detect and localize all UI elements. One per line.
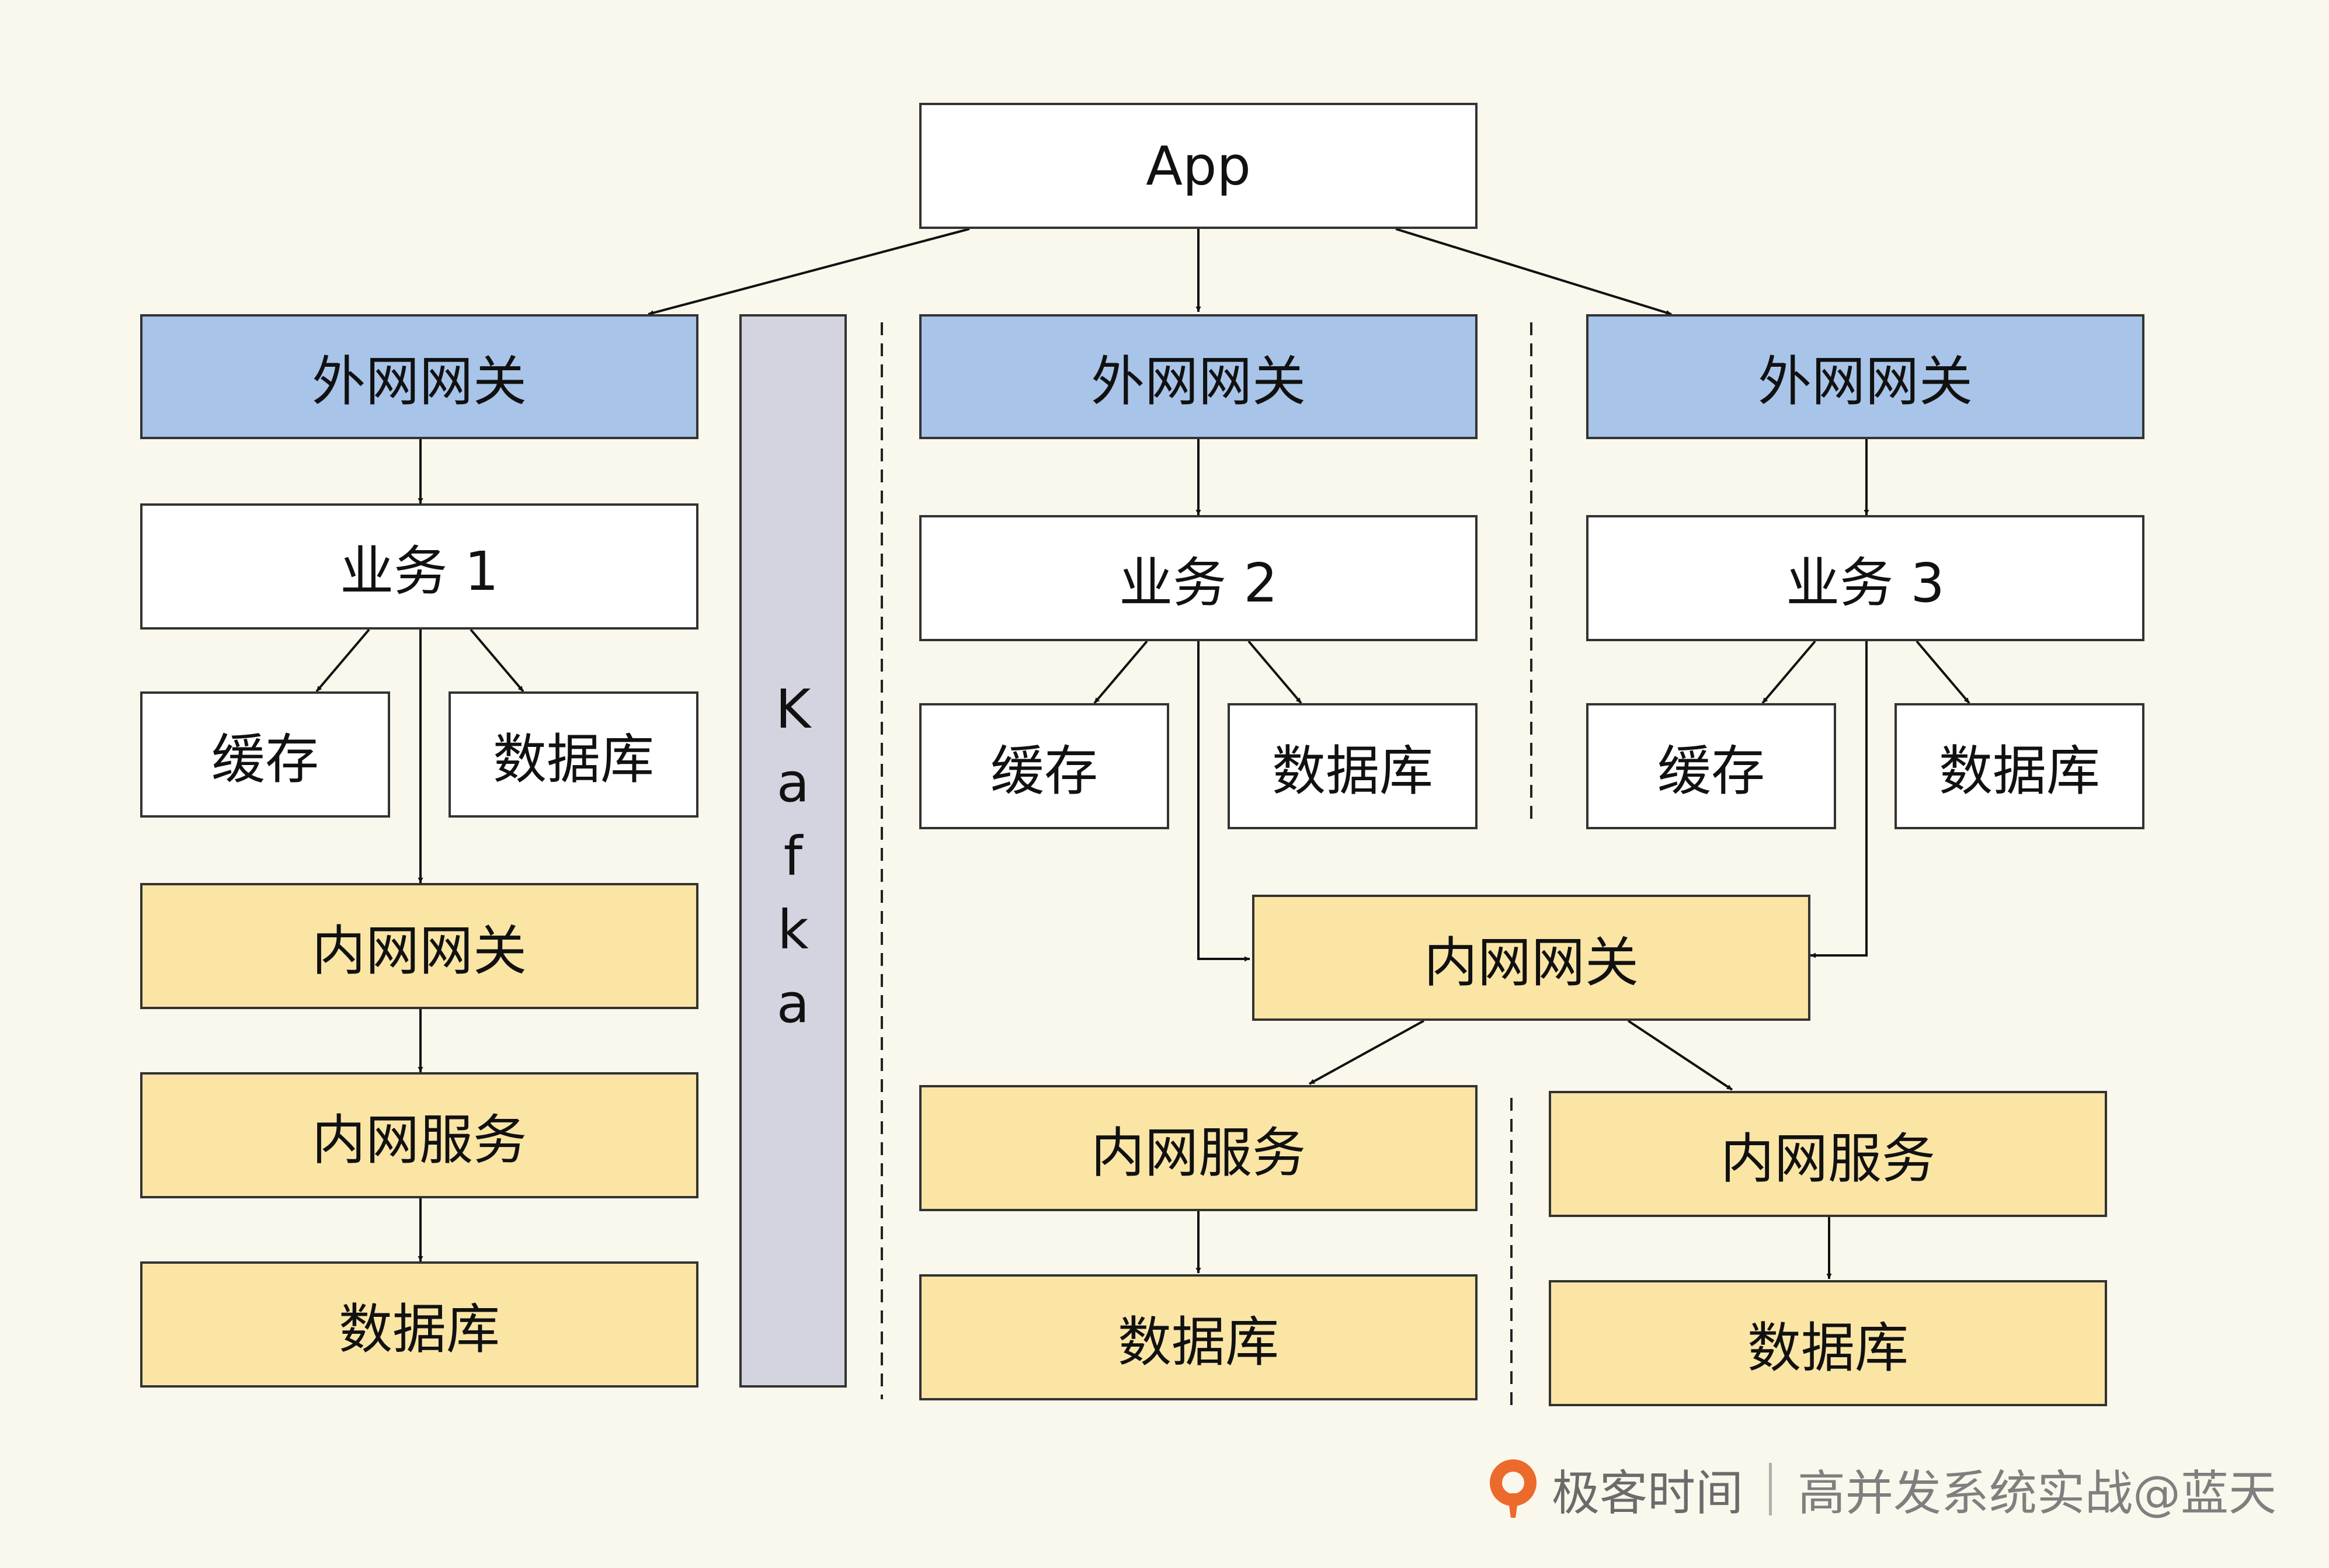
intranet-gateway-label: 内网网关	[1423, 931, 1639, 994]
intranet-db-label: 数据库	[1117, 1310, 1279, 1374]
cache-label: 缓存	[1657, 739, 1765, 802]
cache-left: 缓存	[140, 691, 390, 818]
geektime-logo-icon	[1489, 1459, 1537, 1518]
kafka-letter: f	[783, 825, 803, 888]
app-node: App	[919, 103, 1478, 229]
app-label: App	[1146, 134, 1251, 197]
intranet-db-left: 数据库	[140, 1261, 698, 1388]
external-gateway-label: 外网网关	[311, 350, 527, 413]
db-left: 数据库	[449, 691, 698, 818]
brand-name: 极客时间	[1551, 1466, 1743, 1521]
intranet-db-label: 数据库	[1747, 1316, 1909, 1379]
intranet-db-label: 数据库	[338, 1298, 500, 1361]
arrow-business-3-to-db	[1916, 640, 1970, 704]
arrow-business-2-to-db	[1247, 640, 1302, 704]
kafka-letter: a	[776, 972, 810, 1035]
db-right: 数据库	[1895, 703, 2144, 829]
intranet-gateway-label: 内网网关	[311, 919, 527, 982]
external-gateway-left: 外网网关	[140, 314, 698, 439]
kafka-letter: k	[777, 899, 809, 961]
business-2: 业务 2	[919, 515, 1478, 641]
arrow-shared-gateway-to-service-a	[1309, 1020, 1424, 1085]
cache-label: 缓存	[990, 739, 1098, 802]
arrow-shared-gateway-to-service-b	[1627, 1020, 1733, 1091]
footer-separator	[1768, 1462, 1772, 1515]
intranet-service-left: 内网服务	[140, 1072, 698, 1198]
external-gateway-mid: 外网网关	[919, 314, 1478, 439]
external-gateway-label: 外网网关	[1757, 350, 1973, 413]
kafka-letter: a	[776, 752, 810, 814]
cache-label: 缓存	[211, 728, 319, 791]
arrow-app-to-gateway-left	[648, 228, 970, 316]
intranet-gateway-shared: 内网网关	[1252, 895, 1810, 1021]
kafka-label: K a f k a	[776, 673, 811, 1041]
arrow-app-to-gateway-right	[1395, 228, 1672, 315]
course-title: 高并发系统实战@蓝天	[1797, 1466, 2276, 1521]
arrow-business-3-to-shared-gateway	[1810, 641, 1868, 958]
business-1: 业务 1	[140, 503, 698, 630]
business-3: 业务 3	[1586, 515, 2144, 641]
db-label: 数据库	[1271, 739, 1433, 802]
arrow-business-1-to-cache	[315, 628, 370, 693]
db-label: 数据库	[1938, 739, 2100, 802]
intranet-service-label: 内网服务	[1090, 1121, 1306, 1184]
intranet-db-a: 数据库	[919, 1274, 1478, 1400]
arrow-business-1-to-db	[470, 628, 524, 693]
intranet-service-label: 内网服务	[1720, 1127, 1935, 1190]
intranet-service-b: 内网服务	[1549, 1091, 2107, 1217]
external-gateway-label: 外网网关	[1090, 350, 1306, 413]
intranet-service-a: 内网服务	[919, 1085, 1478, 1211]
arrow-business-2-to-cache	[1093, 640, 1148, 704]
arrow-business-3-to-cache	[1761, 640, 1816, 704]
business-label: 业务 2	[1119, 551, 1278, 614]
intranet-service-label: 内网服务	[311, 1108, 527, 1171]
arrow-business-2-to-shared-gateway	[1197, 641, 1250, 962]
db-label: 数据库	[492, 728, 654, 791]
business-label: 业务 1	[340, 540, 499, 603]
footer-watermark: 极客时间 高并发系统实战@蓝天	[1483, 1454, 2276, 1524]
intranet-gateway-left: 内网网关	[140, 883, 698, 1009]
external-gateway-right: 外网网关	[1586, 314, 2144, 439]
intranet-db-b: 数据库	[1549, 1280, 2107, 1406]
db-mid: 数据库	[1228, 703, 1478, 829]
kafka-bus: K a f k a	[739, 314, 847, 1388]
kafka-letter: K	[775, 678, 811, 740]
cache-mid: 缓存	[919, 703, 1169, 829]
business-label: 业务 3	[1786, 551, 1945, 614]
cache-right: 缓存	[1586, 703, 1836, 829]
